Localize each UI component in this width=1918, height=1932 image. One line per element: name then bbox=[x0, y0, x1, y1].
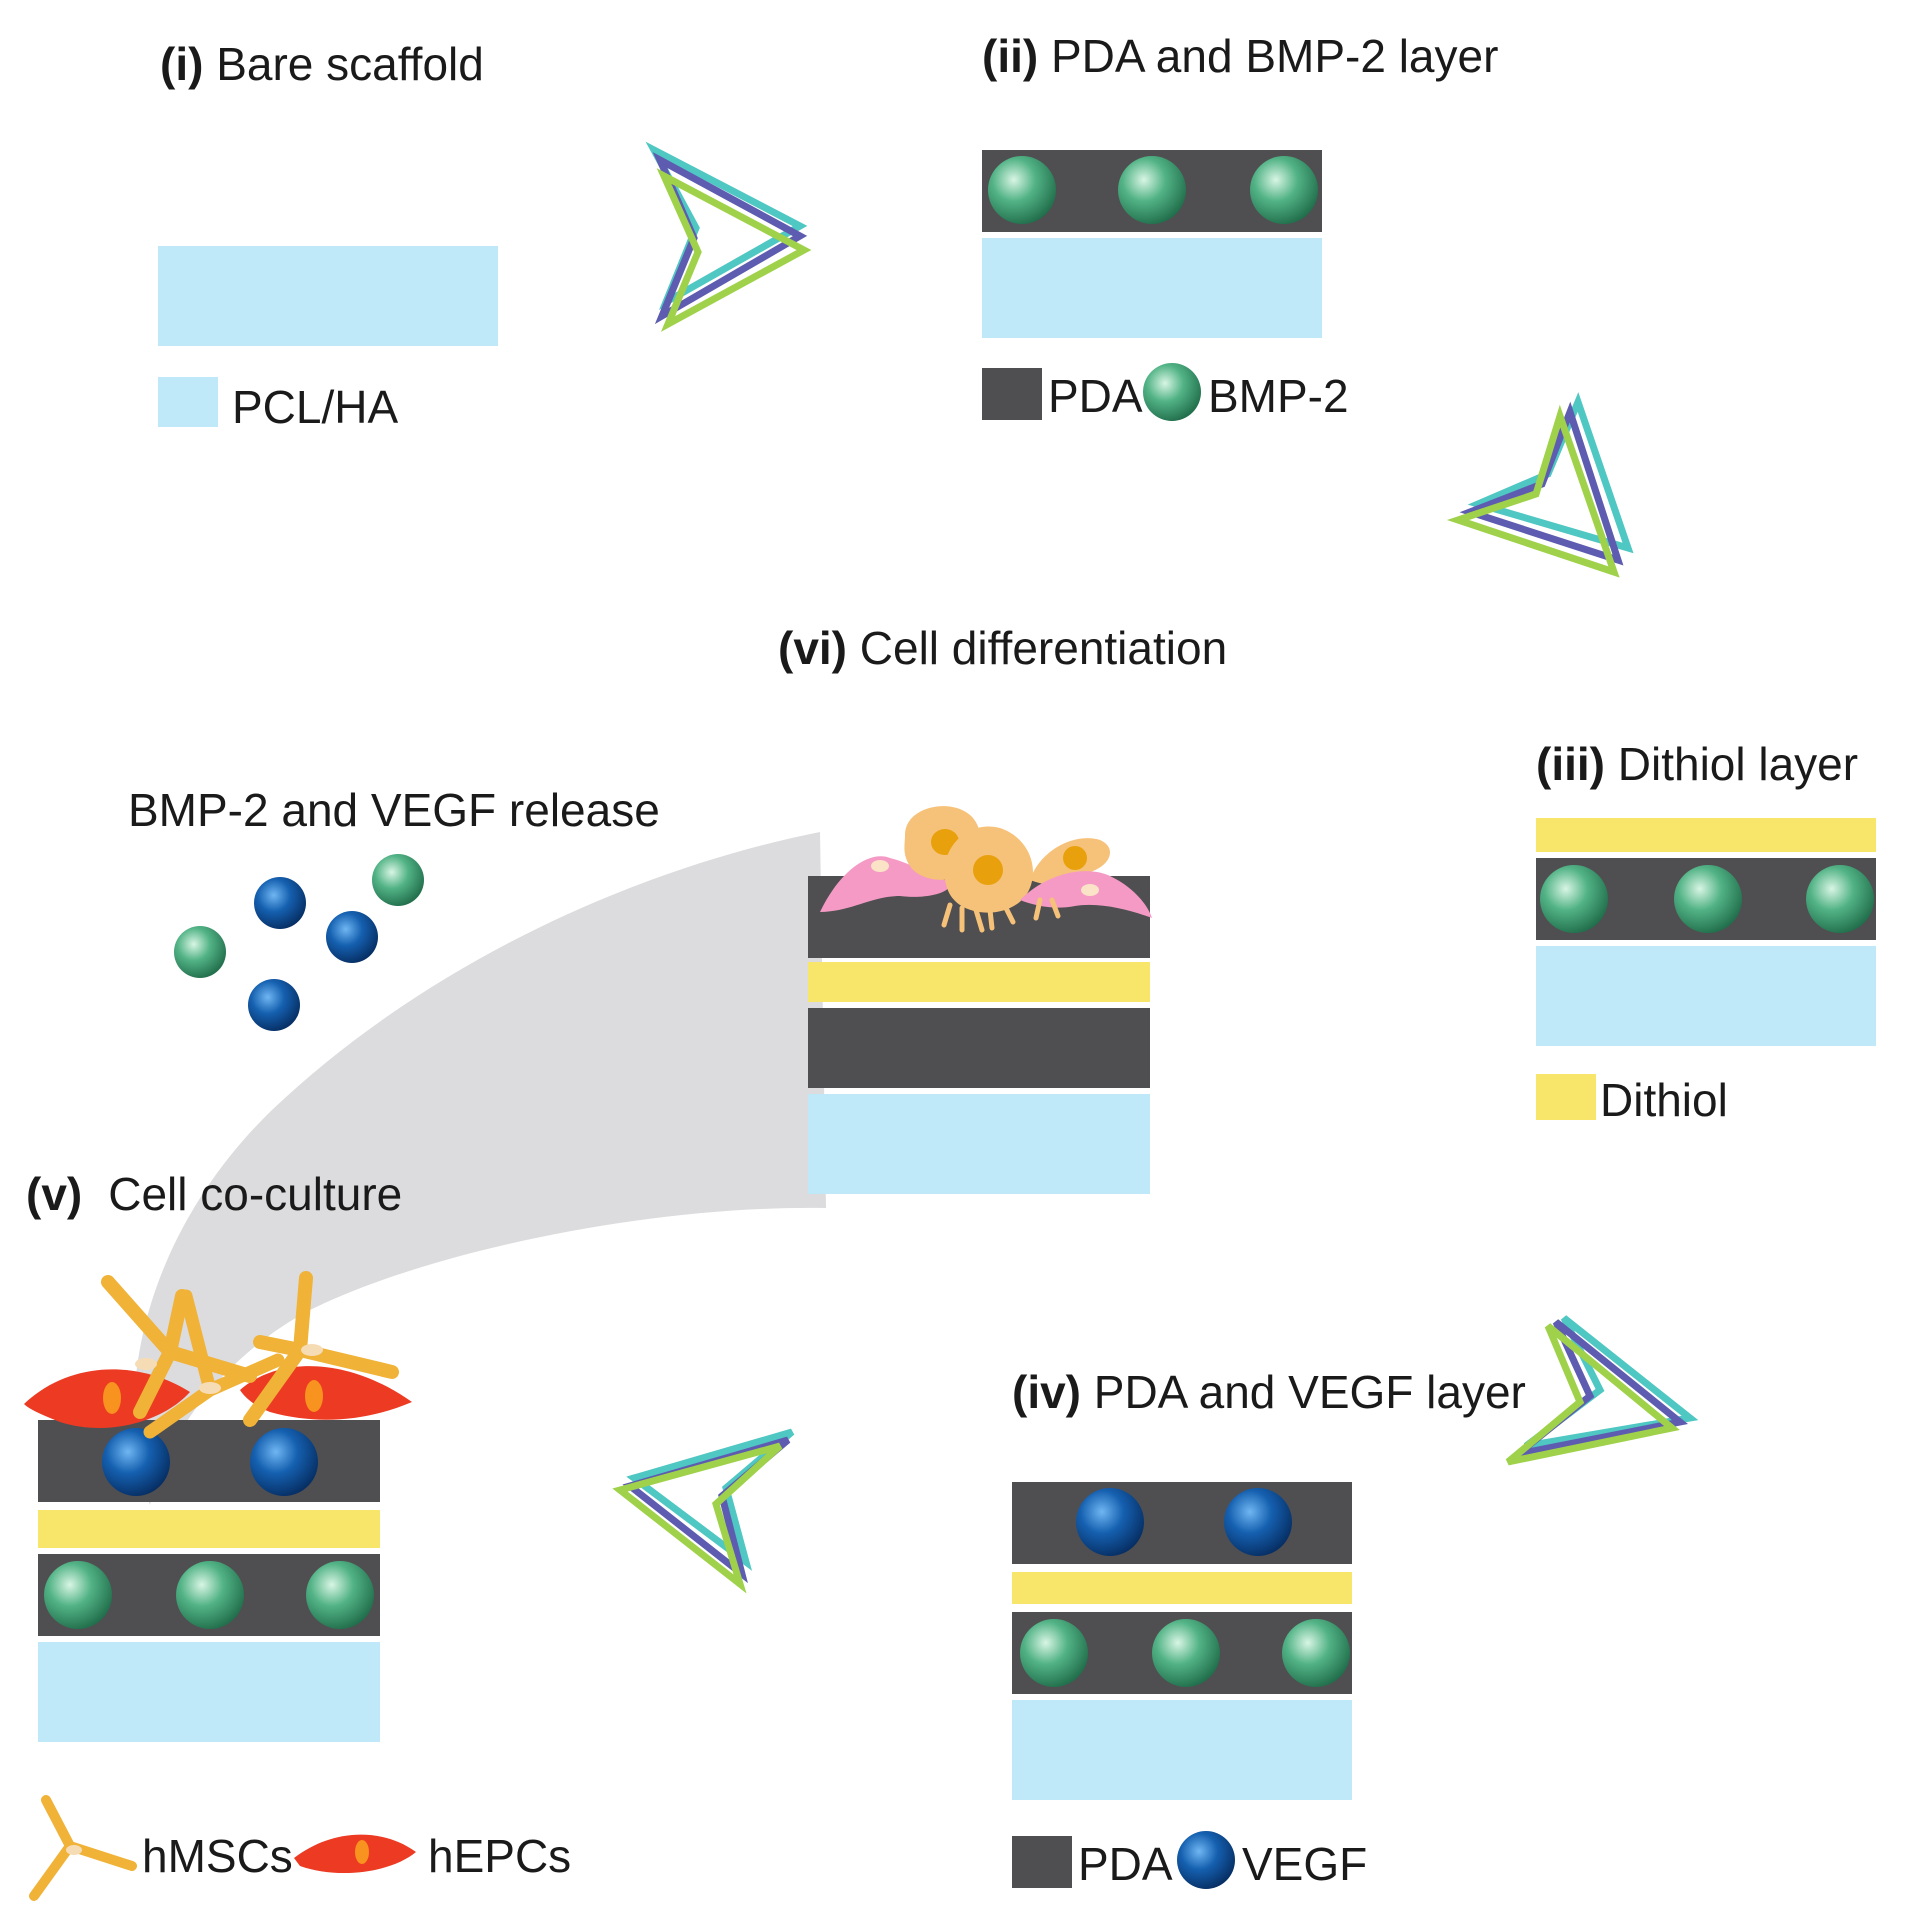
hmsc-legend-label: hMSCs bbox=[142, 1830, 293, 1882]
bmp2-sphere bbox=[176, 1561, 244, 1629]
process-arrow-iv-to-v bbox=[612, 1428, 795, 1594]
vegf-legend-label: VEGF bbox=[1242, 1838, 1367, 1890]
differentiated-cells bbox=[820, 806, 1152, 933]
bmp2-sphere bbox=[988, 156, 1056, 224]
pda-layer bbox=[38, 1420, 380, 1502]
vegf-sphere bbox=[1224, 1488, 1292, 1556]
cell-nucleus bbox=[301, 1344, 323, 1356]
stage-v: (v)Cell co-culture hMSCs hEPC bbox=[24, 1168, 571, 1901]
vegf-sphere bbox=[254, 877, 306, 929]
bmp2-sphere bbox=[306, 1561, 374, 1629]
pda-legend-label: PDA bbox=[1078, 1838, 1173, 1890]
release-label: BMP-2 and VEGF release bbox=[128, 784, 660, 836]
stage-v-title: (v)Cell co-culture bbox=[26, 1168, 402, 1220]
pda-layer bbox=[1012, 1482, 1352, 1564]
hmsc-legend-icon bbox=[29, 1795, 137, 1901]
process-arrow-i-to-ii bbox=[645, 141, 812, 332]
bmp2-sphere bbox=[1152, 1619, 1220, 1687]
dithiol-legend-label: Dithiol bbox=[1600, 1074, 1728, 1126]
stage-iii: (iii) Dithiol layer Dithiol bbox=[1536, 738, 1876, 1126]
process-arrow-ii-to-iii bbox=[1446, 392, 1634, 578]
stage-ii: (ii) PDA and BMP-2 layer PDA BMP-2 bbox=[982, 30, 1498, 422]
bmp2-sphere bbox=[372, 854, 424, 906]
cell-nucleus bbox=[103, 1382, 121, 1414]
pcl-ha-layer bbox=[158, 246, 498, 346]
cell-nucleus bbox=[135, 1358, 157, 1370]
bmp2-sphere bbox=[1020, 1619, 1088, 1687]
pcl-ha-layer bbox=[1012, 1700, 1352, 1800]
cell-nucleus bbox=[355, 1840, 369, 1864]
stage-iii-title: (iii) Dithiol layer bbox=[1536, 738, 1858, 790]
vegf-sphere bbox=[326, 911, 378, 963]
vegf-sphere bbox=[1076, 1488, 1144, 1556]
pcl-ha-legend-swatch bbox=[158, 377, 218, 427]
pcl-ha-legend-label: PCL/HA bbox=[232, 381, 398, 433]
vegf-sphere bbox=[248, 979, 300, 1031]
bmp2-sphere bbox=[1250, 156, 1318, 224]
bmp2-legend-label: BMP-2 bbox=[1208, 370, 1349, 422]
bmp2-sphere bbox=[44, 1561, 112, 1629]
cell-nucleus bbox=[199, 1382, 221, 1394]
stage-iv-title: (iv) PDA and VEGF layer bbox=[1012, 1366, 1526, 1418]
pda-legend-swatch bbox=[1012, 1836, 1072, 1888]
stage-vi: (vi) Cell differentiation bbox=[778, 622, 1227, 1194]
bmp2-sphere bbox=[1540, 865, 1608, 933]
dithiol-legend-swatch bbox=[1536, 1074, 1596, 1120]
cell-nucleus bbox=[1063, 846, 1087, 870]
cell-nucleus bbox=[66, 1845, 82, 1855]
stage-i-title: (i) Bare scaffold bbox=[160, 38, 484, 90]
bmp2-sphere bbox=[1118, 156, 1186, 224]
pda-layer bbox=[808, 1008, 1150, 1088]
stage-vi-title: (vi) Cell differentiation bbox=[778, 622, 1227, 674]
bmp2-sphere bbox=[1674, 865, 1742, 933]
bmp2-sphere bbox=[174, 926, 226, 978]
stage-i: (i) Bare scaffold PCL/HA bbox=[158, 38, 498, 433]
hepc-legend-label: hEPCs bbox=[428, 1830, 571, 1882]
pcl-ha-layer bbox=[38, 1642, 380, 1742]
pcl-ha-layer bbox=[982, 238, 1322, 338]
bmp2-legend-sphere bbox=[1143, 363, 1201, 421]
growth-factor-release: BMP-2 and VEGF release bbox=[128, 784, 660, 1031]
stage-iv: (iv) PDA and VEGF layer PDA VEGF bbox=[1012, 1366, 1526, 1890]
cell-nucleus bbox=[1081, 884, 1099, 896]
bmp2-sphere bbox=[1806, 865, 1874, 933]
pcl-ha-layer bbox=[808, 1094, 1150, 1194]
stage-ii-title: (ii) PDA and BMP-2 layer bbox=[982, 30, 1498, 82]
dithiol-layer bbox=[808, 962, 1150, 1002]
hmsc-cells bbox=[101, 1271, 399, 1439]
pcl-ha-layer bbox=[1536, 946, 1876, 1046]
dithiol-layer bbox=[38, 1510, 380, 1548]
cell-filopodia bbox=[941, 897, 1061, 933]
cell-nucleus bbox=[305, 1380, 323, 1412]
hepc-legend-icon bbox=[294, 1834, 416, 1874]
dithiol-layer bbox=[1536, 818, 1876, 852]
dithiol-layer bbox=[1012, 1572, 1352, 1604]
pda-legend-swatch bbox=[982, 368, 1042, 420]
vegf-legend-sphere bbox=[1177, 1831, 1235, 1889]
vegf-sphere bbox=[250, 1428, 318, 1496]
cell-nucleus bbox=[871, 860, 889, 872]
release-band bbox=[134, 832, 826, 1505]
cell-nucleus bbox=[973, 855, 1003, 885]
bmp2-sphere bbox=[1282, 1619, 1350, 1687]
vegf-sphere bbox=[102, 1428, 170, 1496]
pda-legend-label: PDA bbox=[1048, 370, 1143, 422]
process-arrow-iii-to-iv bbox=[1505, 1315, 1699, 1466]
